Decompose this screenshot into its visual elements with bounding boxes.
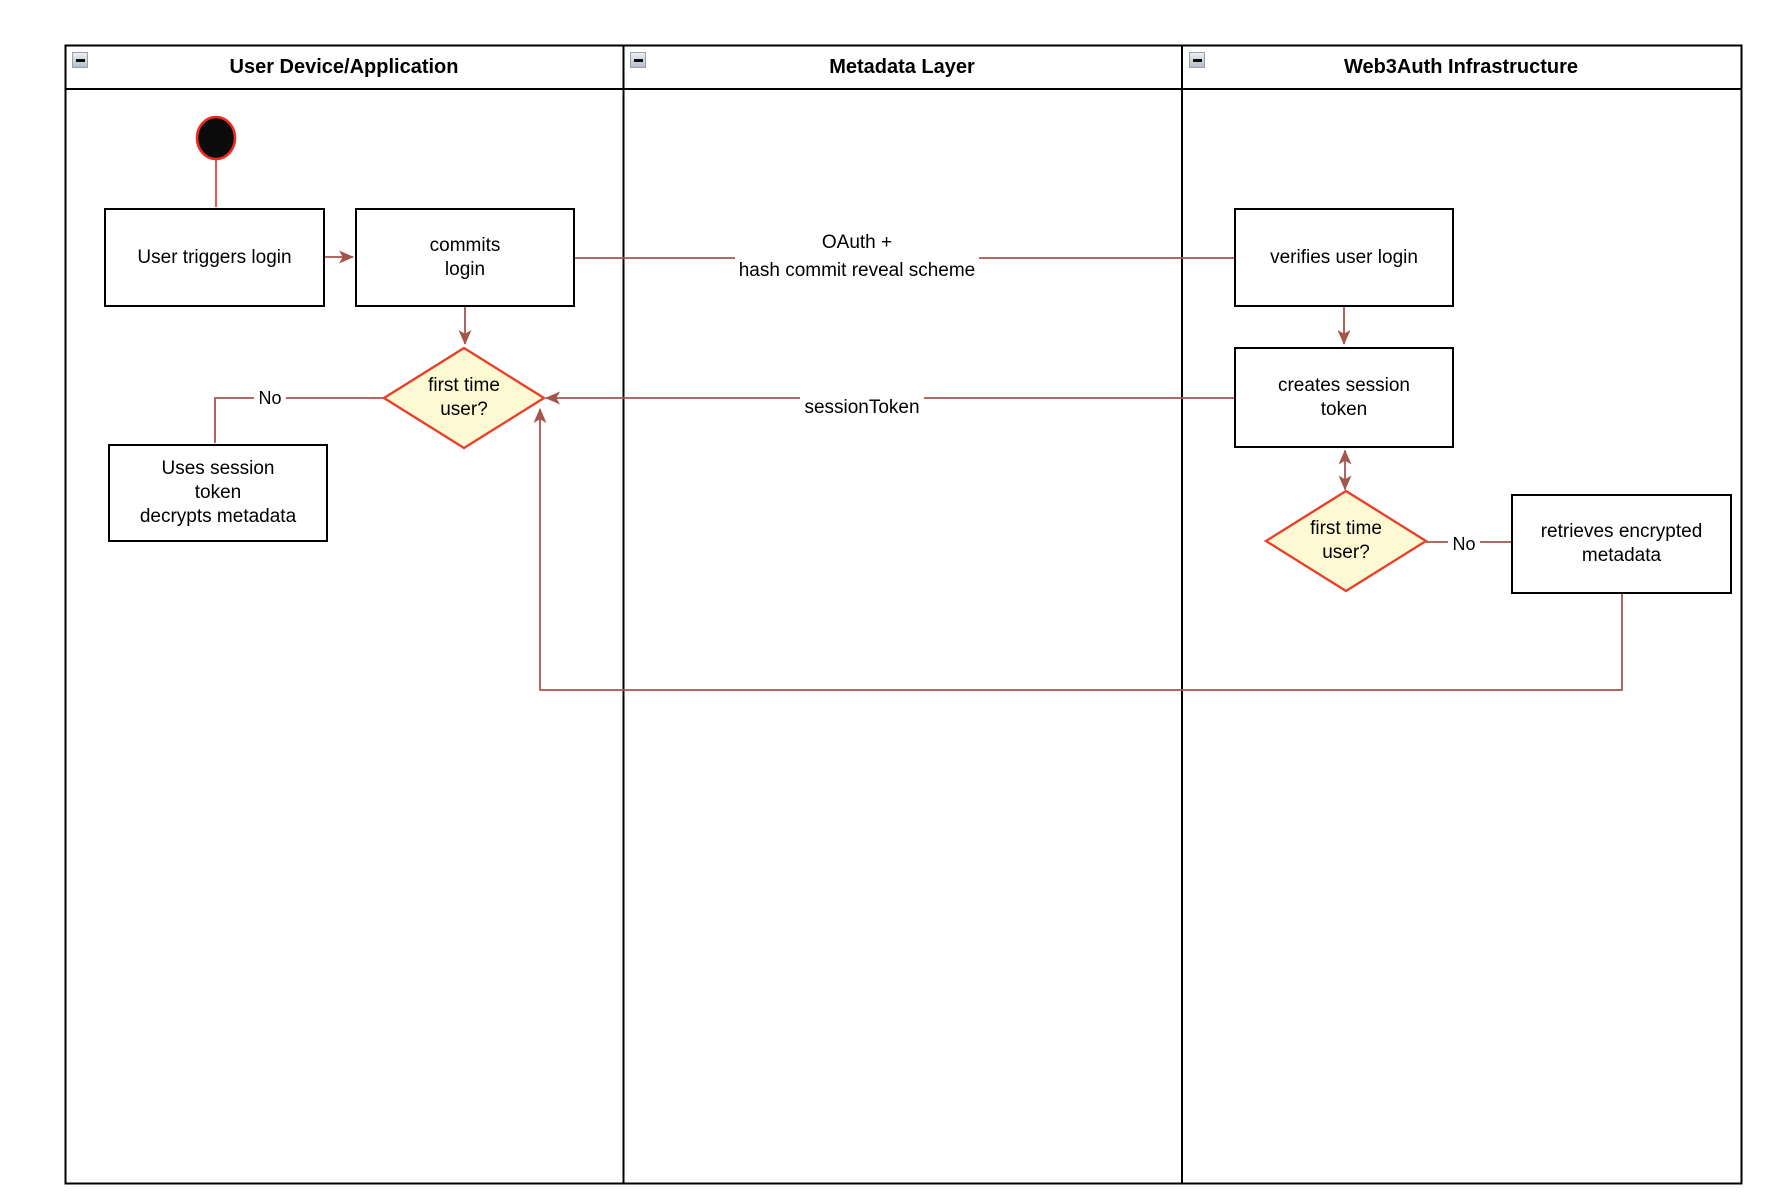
collapse-lane-1-button[interactable] xyxy=(72,52,88,68)
edge-label-oauth: OAuth + hash commit reveal scheme xyxy=(657,229,1057,285)
edge-label-no-1: No xyxy=(240,387,300,409)
edge-label-oauth-line1: OAuth + xyxy=(817,229,897,257)
node-verifies-user-login[interactable]: verifies user login xyxy=(1234,208,1454,307)
node-creates-session-token[interactable]: creates session token xyxy=(1234,347,1454,448)
edge-label-oauth-line2: hash commit reveal scheme xyxy=(734,257,980,285)
edge-label-no-1-text: No xyxy=(254,387,286,409)
edge-label-sessiontoken-text: sessionToken xyxy=(800,396,924,419)
decision-first-time-user-2[interactable] xyxy=(1263,489,1429,593)
node-retrieves-encrypted-metadata[interactable]: retrieves encrypted metadata xyxy=(1511,494,1732,594)
node-uses-session-token[interactable]: Uses session token decrypts metadata xyxy=(108,444,328,542)
edge-label-no-2-text: No xyxy=(1448,533,1480,555)
edge-label-no-2: No xyxy=(1434,533,1494,555)
lane-header-user-device: User Device/Application xyxy=(229,55,459,78)
collapse-lane-3-button[interactable] xyxy=(1189,52,1205,68)
decision-first-time-user-1[interactable] xyxy=(381,346,547,450)
edge-retrieves-feedback-to-decision1 xyxy=(533,408,1623,691)
node-user-triggers-login[interactable]: User triggers login xyxy=(104,208,325,307)
lane-header-metadata-layer: Metadata Layer xyxy=(829,55,975,78)
node-commits-login[interactable]: commits login xyxy=(355,208,575,307)
minus-icon xyxy=(1192,58,1202,62)
start-node[interactable] xyxy=(195,115,237,161)
lane-header-web3auth: Web3Auth Infrastructure xyxy=(1343,55,1579,78)
minus-icon xyxy=(75,58,85,62)
edge-label-sessiontoken: sessionToken xyxy=(762,396,962,419)
minus-icon xyxy=(633,58,643,62)
pool-frame xyxy=(64,44,1743,1185)
edge-decision1-no-to-uses-session xyxy=(214,397,384,443)
collapse-lane-2-button[interactable] xyxy=(630,52,646,68)
